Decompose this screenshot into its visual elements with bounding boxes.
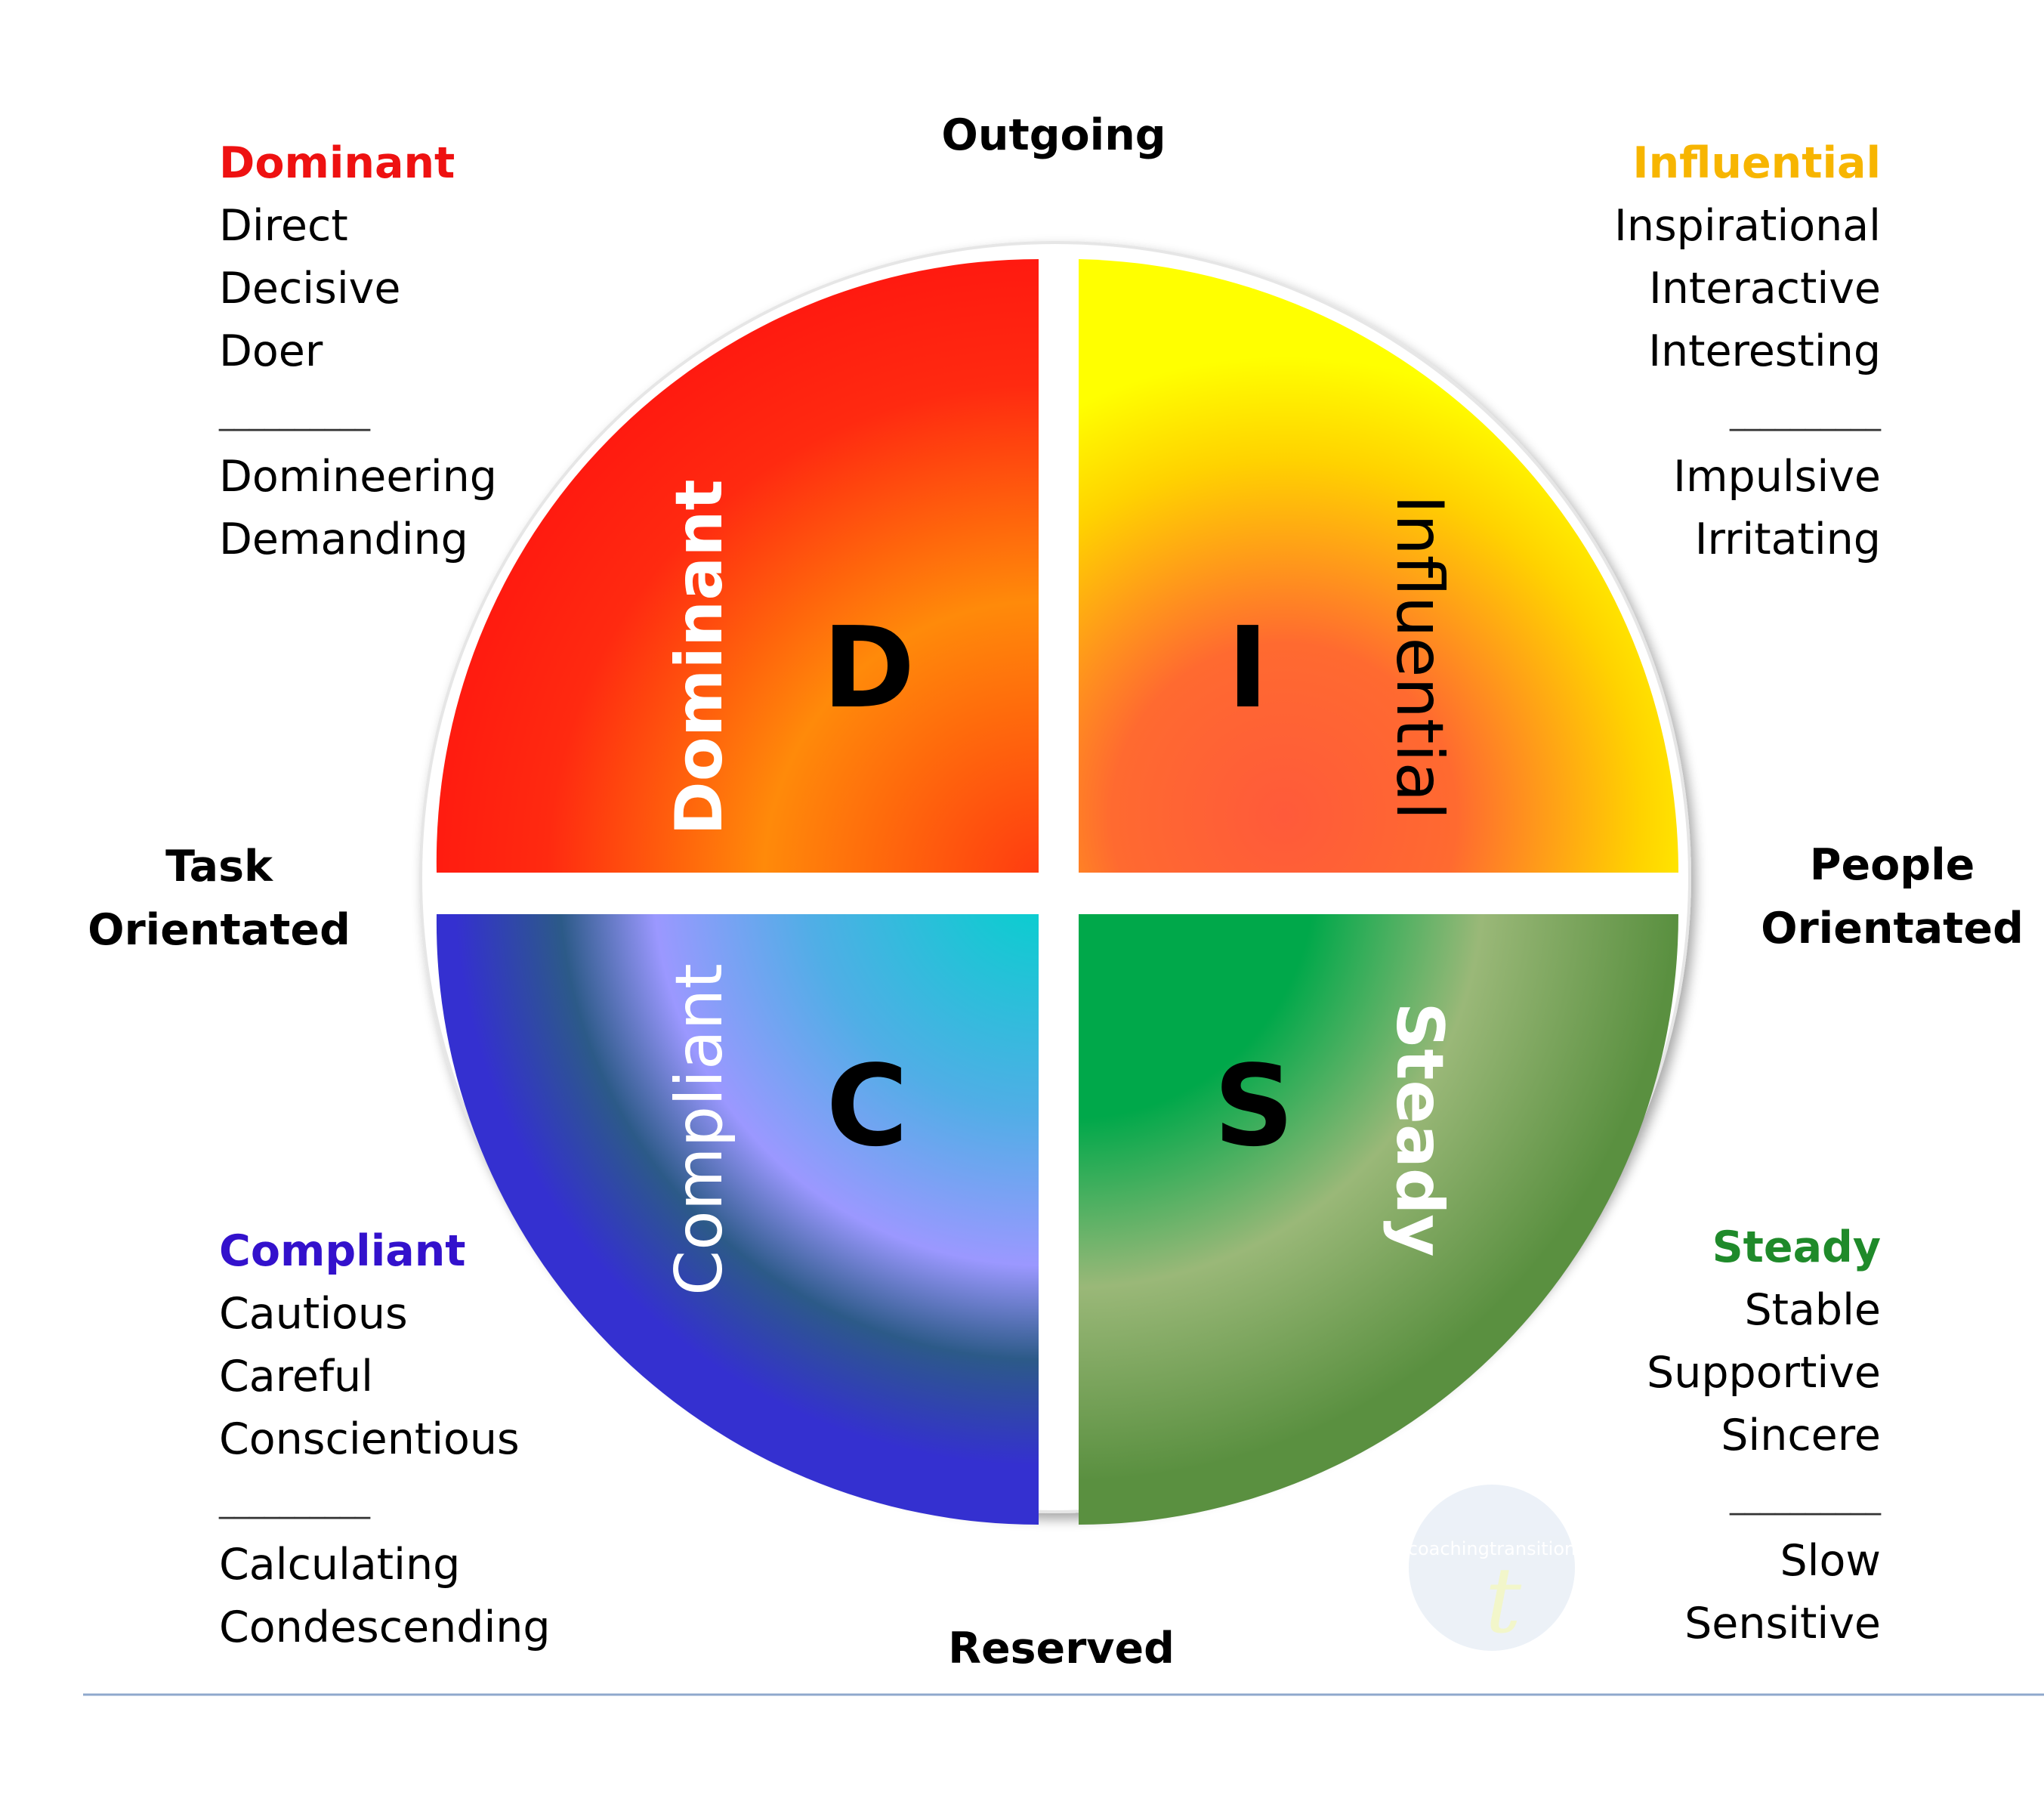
axis-left-label: Task Orientated	[76, 835, 363, 962]
trait-item: Supportive	[1647, 1348, 1881, 1398]
axis-left-line-1: Task	[165, 842, 273, 892]
trait-item: Inspirational	[1614, 201, 1881, 251]
quadrant-c	[436, 914, 1039, 1525]
trait-item: Interactive	[1648, 264, 1881, 314]
trait-separator: __________	[1730, 1481, 1881, 1516]
axis-right-line-2: Orientated	[1761, 904, 2024, 953]
trait-item: Stable	[1744, 1285, 1881, 1335]
dominant-heading: Dominant	[219, 138, 455, 188]
negative-trait: Irritating	[1694, 515, 1881, 564]
quadrant-d	[436, 259, 1039, 873]
axis-top-label: Outgoing	[941, 110, 1166, 160]
trait-separator: __________	[219, 397, 370, 431]
axis-bottom-label: Reserved	[948, 1624, 1175, 1673]
trait-item: Interesting	[1648, 326, 1881, 376]
influential-traits: Influential Inspirational Interactive In…	[1614, 132, 1881, 571]
logo-text: coachingtransition	[1408, 1538, 1576, 1559]
influential-heading: Influential	[1632, 138, 1881, 188]
trait-item: Conscientious	[219, 1414, 520, 1464]
quadrant-s-label: Steady	[1382, 1002, 1457, 1256]
trait-item: Careful	[219, 1352, 374, 1401]
trait-separator: __________	[219, 1485, 370, 1519]
quadrant-d-letter: D	[823, 603, 915, 733]
steady-traits: Steady Stable Supportive Sincere _______…	[1647, 1216, 1881, 1655]
trait-item: Sincere	[1721, 1411, 1881, 1460]
trait-item: Doer	[219, 326, 323, 376]
dominant-traits: Dominant Direct Decisive Doer __________…	[219, 132, 497, 571]
compliant-heading: Compliant	[219, 1226, 466, 1276]
axis-right-line-1: People	[1809, 840, 1975, 890]
coaching-transition-logo: coachingtransition t	[1408, 1485, 1576, 1654]
compliant-traits: Compliant Cautious Careful Conscientious…	[219, 1220, 551, 1659]
quadrant-c-label: Compliant	[662, 963, 737, 1296]
trait-item: Direct	[219, 201, 348, 251]
quadrant-s-letter: S	[1214, 1041, 1295, 1171]
logo-letter: t	[1485, 1549, 1522, 1654]
quadrant-i-label: Influential	[1382, 495, 1457, 820]
negative-trait: Sensitive	[1684, 1599, 1881, 1649]
quadrant-d-label: Dominant	[662, 479, 737, 835]
negative-trait: Slow	[1780, 1536, 1881, 1586]
axis-left-line-2: Orientated	[88, 905, 350, 955]
steady-heading: Steady	[1712, 1222, 1881, 1272]
negative-trait: Demanding	[219, 515, 468, 564]
trait-item: Decisive	[219, 264, 401, 314]
negative-trait: Impulsive	[1673, 452, 1881, 502]
axis-right-label: People Orientated	[1756, 833, 2028, 960]
quadrant-s	[1079, 914, 1678, 1525]
negative-trait: Condescending	[219, 1602, 551, 1652]
trait-separator: __________	[1730, 397, 1881, 431]
quadrant-i	[1079, 259, 1678, 873]
quadrant-c-letter: C	[826, 1041, 909, 1171]
negative-trait: Domineering	[219, 452, 497, 502]
quadrant-i-letter: I	[1227, 603, 1268, 733]
negative-trait: Calculating	[219, 1540, 461, 1590]
trait-item: Cautious	[219, 1289, 408, 1339]
